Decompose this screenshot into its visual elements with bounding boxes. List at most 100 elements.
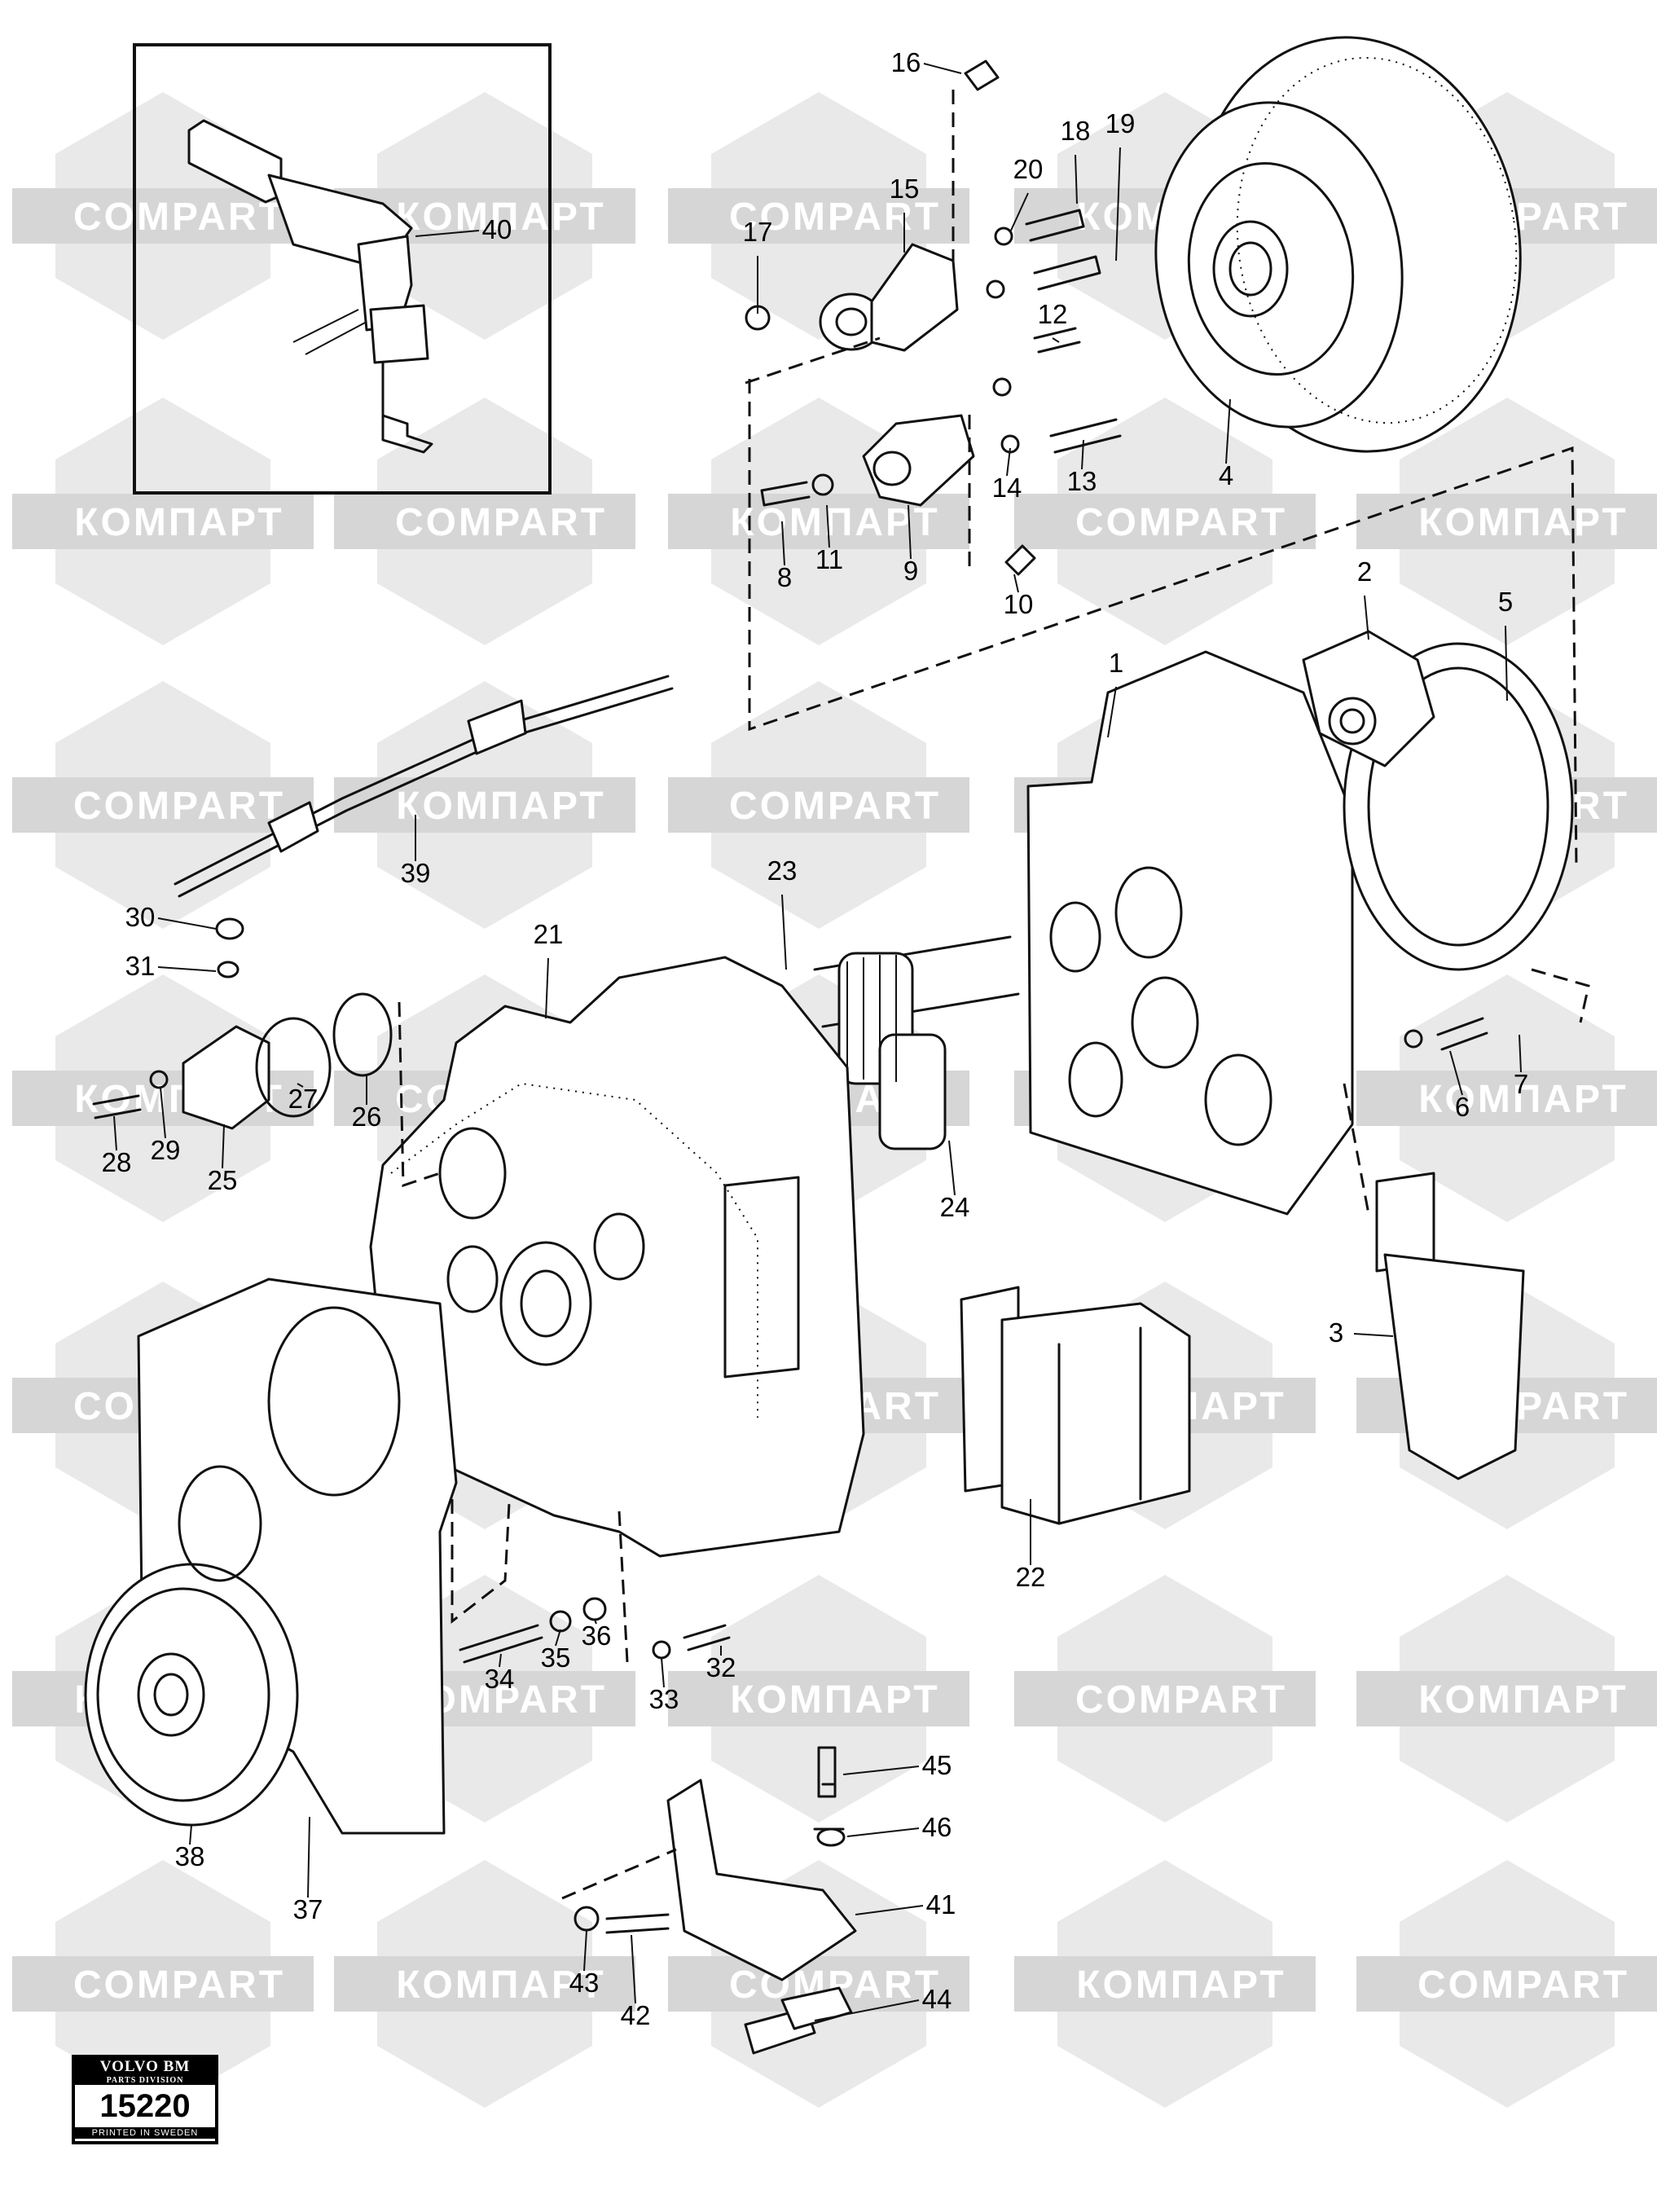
- watermark-tile: КОМПАРТ: [334, 1860, 635, 2108]
- callout-leader-20: [1009, 192, 1029, 233]
- callout-leader-30: [157, 917, 217, 930]
- watermark-text: КОМПАРТ: [1418, 1678, 1628, 1722]
- oil-filter: [1375, 1172, 1525, 1480]
- callout-leader-33: [661, 1657, 665, 1688]
- callout-leader-4: [1225, 398, 1231, 464]
- callout-28: 28: [102, 1147, 132, 1177]
- callout-34: 34: [485, 1664, 515, 1694]
- volvo-bm-logo-box: VOLVO BM PARTS DIVISION 15220 PRINTED IN…: [72, 2055, 218, 2144]
- callout-leader-24: [948, 1140, 956, 1196]
- watermark-tile: COMPART: [668, 681, 969, 929]
- callout-leader-14: [1006, 447, 1011, 477]
- callout-leader-2: [1364, 595, 1369, 640]
- watermark-text: КОМПАРТ: [730, 501, 939, 544]
- callout-leader-38: [189, 1824, 192, 1845]
- assembly-line: [745, 336, 881, 385]
- callout-leader-37: [307, 1816, 310, 1898]
- converter-housing: [1026, 630, 1574, 1216]
- callout-leader-45: [842, 1766, 920, 1775]
- callout-21: 21: [534, 919, 564, 949]
- watermark-text: COMPART: [73, 1964, 285, 2007]
- control-valve: [960, 1286, 1191, 1525]
- callout-leader-16: [923, 63, 962, 74]
- logo-brand: VOLVO BM: [75, 2058, 215, 2076]
- callout-11: 11: [815, 544, 843, 574]
- callout-2: 2: [1357, 556, 1372, 587]
- assembly-line: [561, 1848, 677, 1900]
- callout-37: 37: [293, 1894, 323, 1924]
- watermark-text: КОМПАРТ: [396, 785, 605, 828]
- watermark-text: КОМПАРТ: [396, 1964, 605, 2007]
- logo-footer: PRINTED IN SWEDEN: [75, 2127, 215, 2139]
- callout-20: 20: [1013, 154, 1044, 184]
- callout-15: 15: [890, 174, 920, 204]
- callout-leader-21: [545, 957, 549, 1019]
- callout-35: 35: [541, 1643, 571, 1673]
- callout-leader-34: [499, 1653, 502, 1668]
- watermark-tile: КОМПАРТ: [1356, 398, 1657, 645]
- callout-1: 1: [1109, 648, 1123, 678]
- callout-leader-13: [1081, 439, 1084, 470]
- callout-leader-5: [1505, 625, 1508, 701]
- callout-7: 7: [1514, 1069, 1528, 1099]
- callout-22: 22: [1016, 1562, 1046, 1592]
- assembly-line: [748, 379, 1578, 869]
- callout-leader-12: [1052, 337, 1060, 343]
- callout-39: 39: [401, 858, 431, 888]
- watermark-tile: COMPART: [334, 398, 635, 645]
- callout-29: 29: [151, 1135, 181, 1165]
- watermark-text: COMPART: [1075, 1678, 1287, 1722]
- callout-6: 6: [1455, 1092, 1470, 1122]
- logo-division: PARTS DIVISION: [75, 2076, 215, 2085]
- callout-31: 31: [125, 951, 156, 981]
- watermark-tile: COMPART: [12, 92, 314, 340]
- watermark-text: COMPART: [73, 785, 285, 828]
- callout-36: 36: [582, 1621, 612, 1651]
- callout-19: 19: [1105, 108, 1136, 139]
- watermark-tile: КОМПАРТ: [1356, 1575, 1657, 1823]
- callout-leader-1: [1107, 686, 1117, 738]
- assembly-line: [398, 1001, 441, 1188]
- callout-40: 40: [482, 214, 512, 244]
- watermark-text: КОМПАРТ: [1418, 501, 1628, 544]
- pump-cover-group: [92, 917, 393, 1130]
- callout-leader-3: [1353, 1333, 1394, 1337]
- watermark-tile: КОМПАРТ: [334, 681, 635, 929]
- callout-18: 18: [1061, 116, 1091, 146]
- callout-3: 3: [1329, 1317, 1343, 1348]
- callout-leader-27: [297, 1083, 304, 1088]
- callout-46: 46: [922, 1812, 952, 1842]
- watermark-tile: КОМПАРТ: [668, 1575, 969, 1823]
- watermark-text: КОМПАРТ: [730, 1678, 939, 1722]
- callout-43: 43: [569, 1968, 600, 1998]
- assembly-line: [1343, 968, 1590, 1215]
- callout-leader-41: [855, 1905, 924, 1915]
- callout-26: 26: [352, 1102, 382, 1132]
- diagram-number: 15220: [99, 2088, 191, 2124]
- watermark-text: КОМПАРТ: [1076, 1964, 1286, 2007]
- callout-30: 30: [125, 902, 156, 932]
- watermark-text: COMPART: [73, 196, 285, 239]
- callout-9: 9: [903, 556, 918, 586]
- callout-13: 13: [1067, 466, 1097, 496]
- watermark-tile: COMPART: [12, 681, 314, 929]
- callout-leader-42: [631, 1934, 636, 2004]
- callout-leader-29: [160, 1087, 166, 1139]
- callout-leader-44: [814, 1999, 920, 2021]
- gear-shafts: [813, 935, 1020, 1150]
- callout-leader-36: [594, 1619, 597, 1625]
- callout-leader-35: [555, 1629, 561, 1647]
- watermark-text: COMPART: [1417, 1964, 1629, 2007]
- callout-leader-10: [1013, 574, 1019, 593]
- callout-leader-31: [157, 966, 217, 972]
- gear-lever-drawing: [187, 119, 433, 454]
- callout-leader-28: [113, 1115, 117, 1151]
- callout-leader-11: [826, 504, 830, 548]
- callout-45: 45: [922, 1750, 952, 1780]
- mounting-bracket: [666, 1746, 857, 2055]
- transfer-case: [84, 1278, 458, 1835]
- callout-leader-18: [1075, 154, 1078, 204]
- control-cable: [174, 675, 674, 898]
- callout-16: 16: [891, 47, 921, 77]
